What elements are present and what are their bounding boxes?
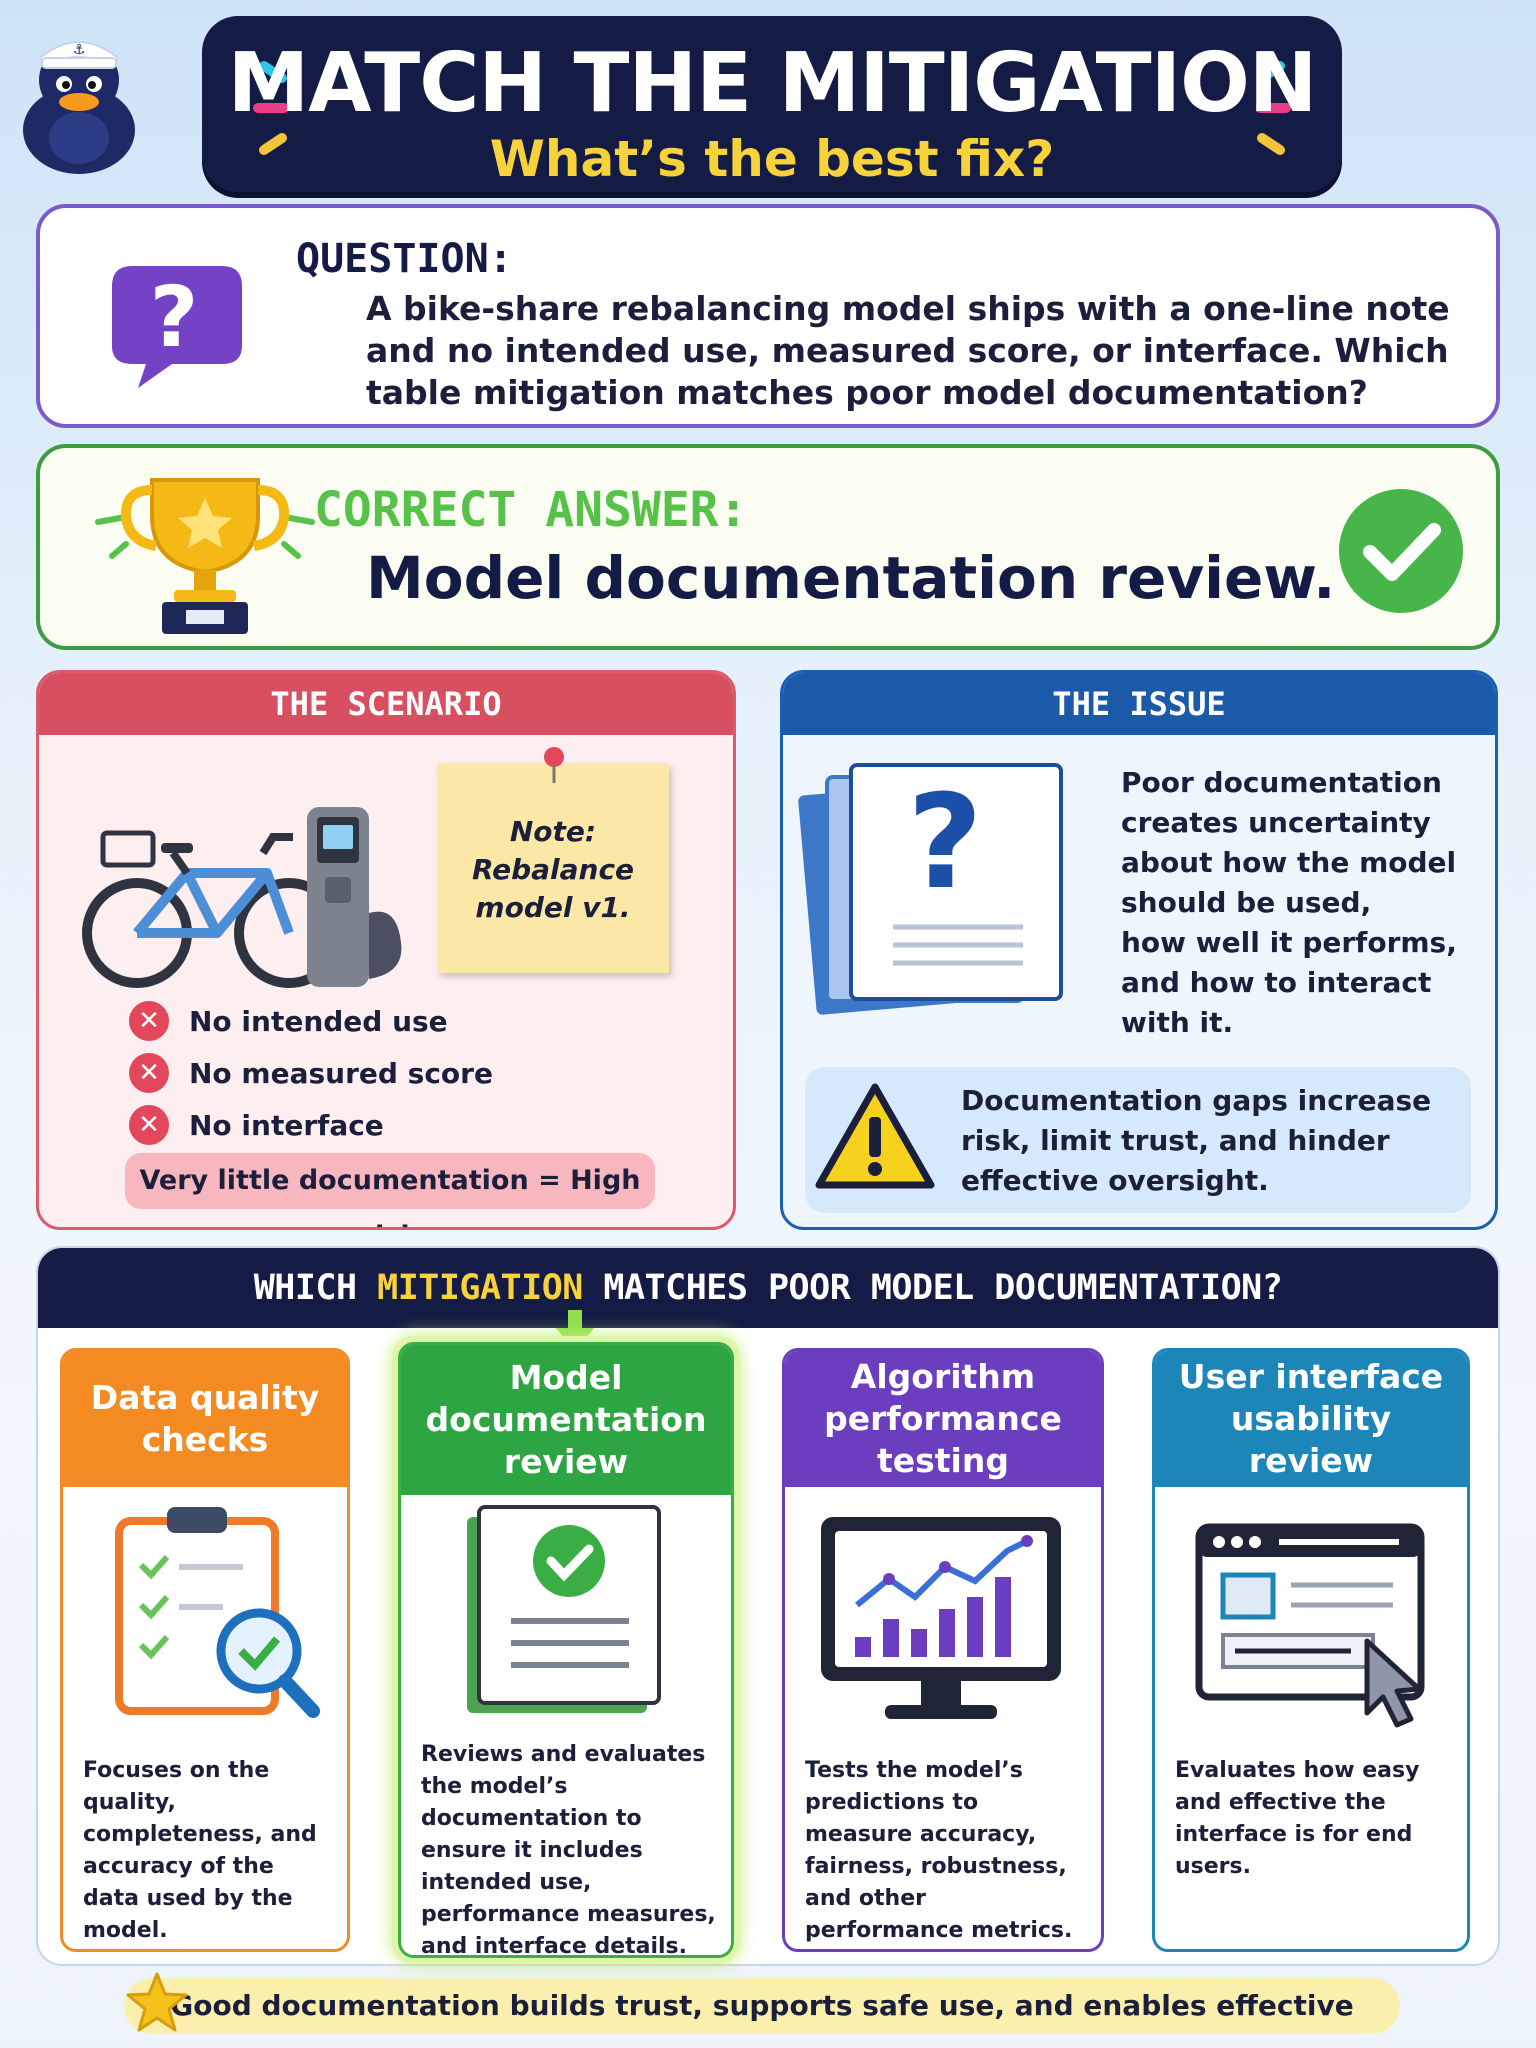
page-title: MATCH THE MITIGATION [227,36,1318,131]
list-item: ✕ No interface [129,1099,493,1151]
question-bubble-icon: ? [112,266,242,388]
option-title: Algorithm performance testing [785,1351,1101,1487]
question-label: QUESTION: [296,236,513,282]
footer-banner: Good documentation builds trust, support… [124,1978,1400,2048]
footer-text: Good documentation builds trust, support… [170,1989,1354,2048]
list-item: ✕ No measured score [129,1047,493,1099]
answer-label: CORRECT ANSWER: [314,482,748,538]
mitigation-section: WHICH MITIGATION MATCHES POOR MODEL DOCU… [36,1246,1500,1966]
arrow-down-icon [556,1310,594,1352]
browser-cursor-icon [1195,1523,1425,1728]
question-card: ? QUESTION: A bike-share rebalancing mod… [36,204,1500,428]
sticky-note: Note: Rebalance model v1. [437,747,669,973]
warning-triangle-icon [815,1083,935,1189]
performance-monitor-icon [821,1517,1061,1719]
option-title: User interface usability review [1155,1351,1467,1487]
option-description: Tests the model’s predictions to measure… [805,1758,1073,1943]
issue-panel: THE ISSUE ? Poor documentation creates u… [780,670,1498,1230]
issue-description: Poor documentation creates uncertainty a… [1121,766,1457,1039]
page-subtitle: What’s the best fix? [489,130,1055,188]
check-circle-icon [1339,489,1463,613]
option-description: Evaluates how easy and effective the int… [1175,1758,1420,1879]
scenario-panel: THE SCENARIO Note: Rebalance model v1. ✕… [36,670,736,1230]
bike-share-icon [82,807,402,988]
mitigation-heading: WHICH MITIGATION MATCHES POOR MODEL DOCU… [38,1248,1498,1328]
risk-badge: Very little documentation = High risk [125,1153,655,1227]
note-text: Note: Rebalance model v1. [471,815,635,924]
answer-card: CORRECT ANSWER: Model documentation revi… [36,444,1500,650]
trophy-icon [95,478,315,634]
option-title: Model documentation review [401,1345,731,1495]
svg-text:?: ? [150,268,199,366]
option-user-interface-usability-review[interactable]: User interface usability review Evaluate… [1152,1348,1470,1952]
option-algorithm-performance-testing[interactable]: Algorithm performance testing Tests the … [782,1348,1104,1952]
list-item: ✕ No intended use [129,995,493,1047]
x-circle-icon: ✕ [129,1053,169,1093]
clipboard-magnifier-icon [115,1507,320,1718]
approved-document-icon [467,1505,661,1713]
option-model-documentation-review[interactable]: Model documentation review Reviews and e… [398,1342,734,1958]
warning-text: Documentation gaps increase risk, limit … [961,1084,1432,1197]
option-description: Focuses on the quality, completeness, an… [83,1758,317,1943]
issue-heading: THE ISSUE [783,673,1495,735]
title-banner: MATCH THE MITIGATION What’s the best fix… [202,16,1342,192]
scenario-heading: THE SCENARIO [39,673,733,735]
x-circle-icon: ✕ [129,1105,169,1145]
question-text: A bike-share rebalancing model ships wit… [366,289,1450,412]
svg-text:?: ? [907,766,982,918]
missing-items-list: ✕ No intended use ✕ No measured score ✕ … [129,995,493,1151]
option-title: Data quality checks [63,1351,347,1487]
answer-text: Model documentation review. [366,544,1336,612]
pushpin-icon [544,747,564,783]
warning-callout: Documentation gaps increase risk, limit … [805,1067,1471,1213]
svg-text:⚓: ⚓ [73,42,86,58]
star-icon [126,1972,188,2032]
option-data-quality-checks[interactable]: Data quality checks Focuses on the quali… [60,1348,350,1952]
question-document-icon: ? [798,763,1063,1015]
option-description: Reviews and evaluates the model’s docume… [421,1742,716,1958]
sailor-duck-icon: ⚓ [23,41,135,174]
sparkle-right-icon [1256,61,1291,155]
x-circle-icon: ✕ [129,1001,169,1041]
sparkle-left-icon [253,61,288,155]
